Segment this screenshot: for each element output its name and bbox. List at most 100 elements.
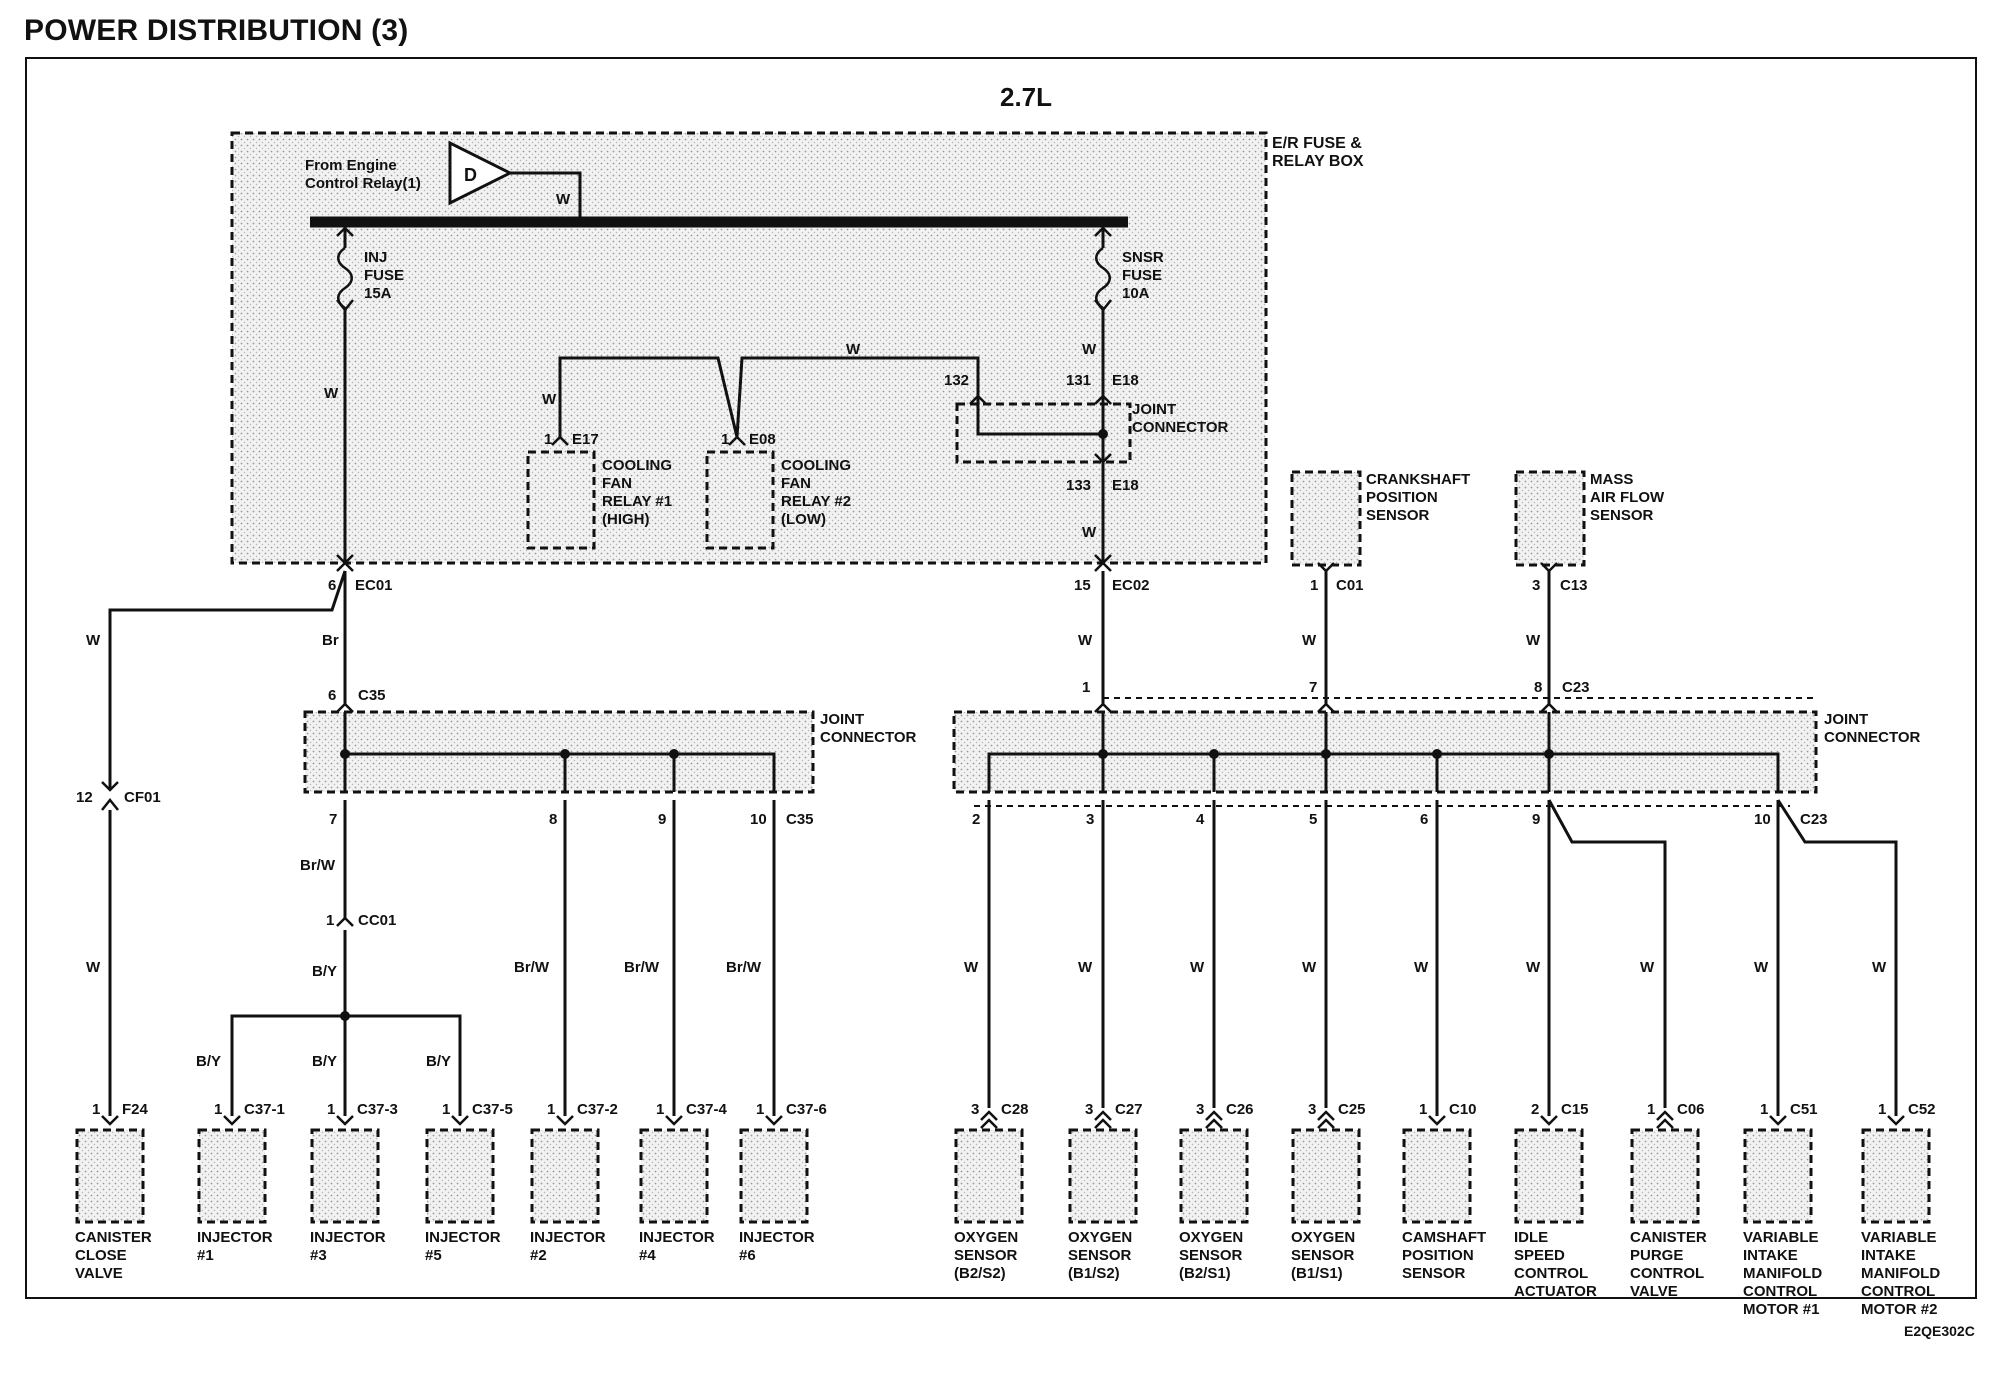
component-pin-13: 1 [1647,1101,1655,1118]
component-box-13 [1630,1128,1700,1224]
component-conn-8: C27 [1115,1101,1143,1118]
wc-o2-b1s1: W [1302,959,1317,976]
component-name-0-1: CLOSE [75,1247,127,1264]
component-name-0-2: VALVE [75,1265,123,1282]
wc-o2-b1s2: W [1078,959,1093,976]
injector-odd-node [340,1011,350,1021]
component-name-15-4: MOTOR #2 [1861,1301,1937,1318]
component-pin-6: 1 [756,1101,764,1118]
component-name-14-3: CONTROL [1743,1283,1817,1300]
cf01-conn: CF01 [124,789,161,806]
wc-vim1: W [1754,959,1769,976]
joint-right-label-1: JOINT [1824,711,1868,728]
brw-color-4: Br/W [624,959,660,976]
inner-joint-label-1: JOINT [1132,401,1176,418]
component-name-5-1: #4 [639,1247,656,1264]
source-label-2: Control Relay(1) [305,175,421,192]
component-name-4-0: INJECTOR [530,1229,606,1246]
c23-in-7-connector [1317,702,1335,713]
inner-joint-label-2: CONNECTOR [1132,419,1229,436]
c13-pin: 3 [1532,577,1540,594]
component-box-8 [1068,1128,1138,1224]
component-conn-6: C37-6 [786,1101,827,1118]
c35-in-conn: C35 [358,687,386,704]
component-name-8-1: SENSOR [1068,1247,1132,1264]
cc01-conn: CC01 [358,912,396,929]
component-name-11-2: SENSOR [1402,1265,1466,1282]
e18-out-color: W [1082,524,1097,541]
diagram-frame [25,57,1977,1299]
c23-in-pin-1: 1 [1082,679,1090,696]
component-name-11-0: CAMSHAFT [1402,1229,1486,1246]
c35-node-1 [340,749,350,759]
component-connector-6 [765,1115,783,1126]
component-name-5-0: INJECTOR [639,1229,715,1246]
relay-2-name-1: COOLING [781,457,851,474]
component-name-10-1: SENSOR [1291,1247,1355,1264]
snsr-wire-color: W [1082,341,1097,358]
brw-color-6: Br/W [726,959,762,976]
canister-lower-color: W [86,959,101,976]
c23-node-2 [1209,749,1219,759]
c35-node-3 [669,749,679,759]
component-name-15-3: CONTROL [1861,1283,1935,1300]
relay-feed-wire [558,356,980,438]
component-pin-10: 3 [1308,1101,1316,1118]
relay-1-conn: E17 [572,431,599,448]
relay-feed-color-2: W [846,341,861,358]
e18-pin-133: 133 [1066,477,1091,494]
component-name-13-1: PURGE [1630,1247,1683,1264]
component-name-12-1: SPEED [1514,1247,1565,1264]
component-connector-10 [1317,1110,1335,1129]
component-pin-2: 1 [327,1101,335,1118]
c23-node-3 [1321,749,1331,759]
cf01-pin: 12 [76,789,93,806]
ec01-connector [336,554,354,572]
c01-conn: C01 [1336,577,1364,594]
c35-in-pin: 6 [328,687,336,704]
component-pin-0: 1 [92,1101,100,1118]
component-box-5 [639,1128,709,1224]
relay-2-pin: 1 [721,431,729,448]
cc01-pin: 1 [326,912,334,929]
component-conn-0: F24 [122,1101,149,1118]
purge-wire [1547,799,1667,1108]
relay-1-connector [551,435,569,446]
c35-in-connector [336,702,354,713]
ec02-pin: 15 [1074,577,1091,594]
c01-pin: 1 [1310,577,1318,594]
component-box-0 [75,1128,145,1224]
component-connector-3 [451,1115,469,1126]
wc-purge: W [1640,959,1655,976]
component-conn-14: C51 [1790,1101,1818,1118]
c01-out-color: W [1302,632,1317,649]
cf01-connector [101,781,119,811]
component-box-9 [1179,1128,1249,1224]
component-box-6 [739,1128,809,1224]
component-name-8-2: (B1/S2) [1068,1265,1120,1282]
c23-out-pin-3: 3 [1086,811,1094,828]
component-connector-13 [1656,1110,1674,1129]
component-conn-11: C10 [1449,1101,1477,1118]
joint-connector-c35 [303,710,815,794]
vim2-wire [1776,799,1898,1116]
snsr-fuse-label-2: FUSE [1122,267,1162,284]
snsr-fuse-label-1: SNSR [1122,249,1164,266]
component-name-15-0: VARIABLE [1861,1229,1937,1246]
component-box-3 [425,1128,495,1224]
inj-wire-color: W [324,385,339,402]
component-name-14-1: INTAKE [1743,1247,1798,1264]
c23-in-pin-8: 8 [1534,679,1542,696]
ec02-out-color: W [1078,632,1093,649]
c23-node-5 [1544,749,1554,759]
component-name-1-1: #1 [197,1247,214,1264]
component-connector-15 [1887,1115,1905,1126]
